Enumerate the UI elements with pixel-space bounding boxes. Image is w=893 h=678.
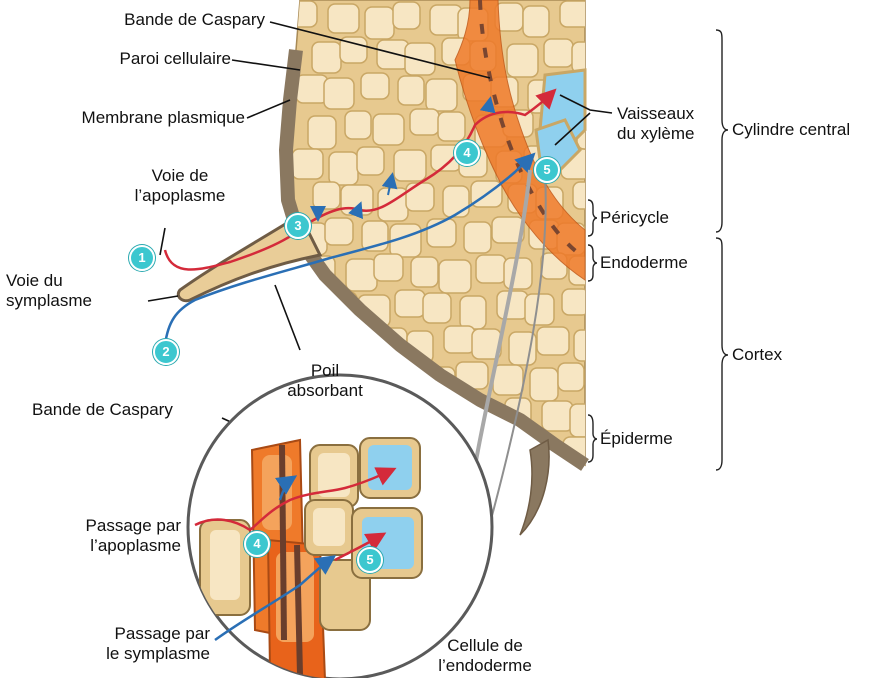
brace-endoderme [588,245,597,281]
cortex-cell [558,363,584,391]
cortex-cell [292,149,323,179]
brace-cortex [716,238,728,470]
cortex-cell [394,150,426,181]
step-badge-4: 4 [454,140,480,166]
label-bande-caspary-inset: Bande de Caspary [32,400,173,420]
cortex-cell [365,7,394,39]
cortex-cell [361,73,389,99]
cortex-cell [507,44,538,77]
cortex-cell [460,296,486,329]
cortex-cell [530,368,558,401]
cortex-cell [438,112,465,141]
label-bande-caspary: Bande de Caspary [124,10,265,30]
cortex-cell [544,39,573,67]
cortex-cell [476,255,506,283]
step-badge-1: 1 [129,245,155,271]
cortex-cell [439,260,471,293]
label-membrane-plasmique: Membrane plasmique [82,108,245,128]
cortex-cell [423,293,451,323]
label-endoderme: Endoderme [600,253,688,273]
cortex-cell [573,182,605,209]
cortex-cell [357,147,384,175]
cortex-cell [312,42,341,73]
cortex-cell [324,78,354,109]
cortex-cell [296,75,328,103]
cortex-cell [560,1,591,27]
cortex-cell [504,258,532,289]
cortex-cell [406,183,434,211]
step-badge-3: 3 [285,213,311,239]
cortex-cell [395,290,425,317]
cortex-cell [489,439,518,471]
cortex-cell [570,404,599,437]
cortex-cell [443,186,469,217]
label-paroi-cellulaire: Paroi cellulaire [120,49,232,69]
step-badge-5-inset: 5 [357,547,383,573]
brace-cylindre-central [716,30,728,232]
cortex-cell [444,326,475,353]
cortex-cell [493,365,523,395]
cortex-cell [313,182,340,209]
cortex-cell [305,330,337,361]
cortex-cell [525,294,554,325]
label-epiderme: Épiderme [600,429,673,449]
cortex-cell [291,1,317,27]
cortex-cell [325,218,353,245]
step-badge-5: 5 [534,157,560,183]
braces [588,30,728,470]
brace-epiderme [588,415,597,462]
cortex-cell [328,4,359,33]
brace-pericycle [588,200,597,236]
cortex-cell [497,291,528,319]
cortex-cell [410,109,439,135]
epidermal-hair [520,440,549,535]
cortex-cell [377,40,409,69]
label-cylindre-central: Cylindre central [732,120,850,140]
cortex-cell [562,289,589,315]
cortex-cell [308,116,336,149]
inset-view [188,375,492,678]
step-badge-2: 2 [153,339,179,365]
cortex-cell [542,401,573,431]
label-pericycle: Péricycle [600,208,669,228]
cortex-cell [405,43,435,75]
cortex-cell [411,257,438,287]
cortex-cell [393,2,420,29]
cortex-cell [346,259,377,291]
cortex-cell [537,327,569,355]
cortex-cell [426,79,457,111]
cortex-cell [430,5,462,35]
cortex-cell [398,76,424,105]
cortex-cell [374,254,403,281]
cortex-cell [345,111,371,139]
cortex-cell [373,114,404,145]
step-badge-4-inset: 4 [244,531,270,557]
cortex-cell [574,330,604,361]
label-cortex: Cortex [732,345,782,365]
cortex-cell [329,152,358,185]
cortex-cell [342,325,372,351]
cortex-cell [293,289,322,315]
cortex-cell [523,6,549,37]
cortex-cell [464,222,491,253]
